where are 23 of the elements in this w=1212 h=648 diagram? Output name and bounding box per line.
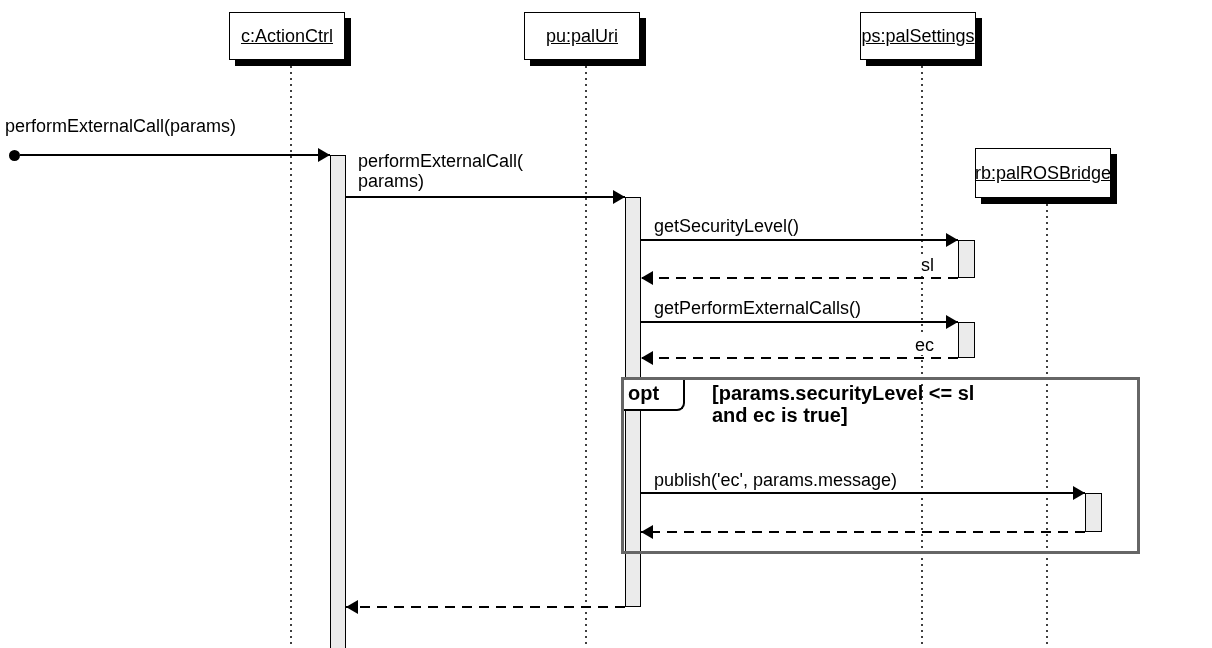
activation-bar [958, 240, 975, 278]
message-arrow [640, 486, 1086, 500]
message-label: publish('ec', params.message) [654, 470, 897, 490]
guard-condition: [params.securityLevel <= sl and ec is true] [712, 382, 976, 426]
activation-bar [330, 155, 346, 648]
start-dot [9, 150, 20, 161]
message-arrow [345, 190, 626, 204]
activation-bar [958, 322, 975, 358]
message-arrow [640, 315, 959, 329]
message-arrow [19, 148, 331, 162]
return-arrow [345, 600, 626, 614]
activation-bar [1085, 493, 1102, 532]
fragment-frame [621, 377, 1140, 554]
message-arrow [640, 233, 959, 247]
message-label: getPerformExternalCalls() [654, 298, 862, 318]
message-label: sl [921, 255, 934, 275]
message-label: getSecurityLevel() [654, 216, 800, 236]
message-label: ec [915, 335, 934, 355]
return-arrow [640, 351, 959, 365]
return-arrow [640, 271, 959, 285]
message-label: performExternalCall(params) [5, 116, 237, 136]
return-arrow [640, 525, 1086, 539]
fragment-operator: opt [624, 380, 686, 411]
